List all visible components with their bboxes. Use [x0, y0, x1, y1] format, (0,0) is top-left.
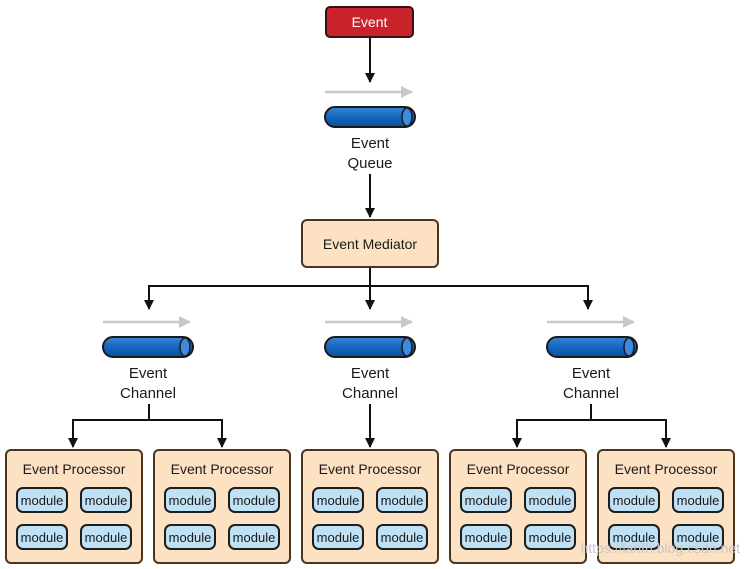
event-mediator-node: Event Mediator	[301, 219, 439, 268]
connector-channel-1-to-processors	[68, 404, 227, 448]
queue-label: Event Queue	[320, 134, 420, 174]
connector-channel-3-to-processors	[512, 404, 671, 448]
event-processor-title: Event Processor	[22, 461, 126, 477]
module-node: module	[672, 524, 724, 550]
module-node: module	[16, 524, 68, 550]
event-processor-2: Event Processor module module module mod…	[153, 449, 291, 564]
channel-label-line1: Event	[128, 365, 168, 382]
event-processor-3: Event Processor module module module mod…	[301, 449, 439, 564]
channel-label-3: Event Channel	[541, 364, 641, 404]
queue-tube	[324, 106, 416, 128]
event-processor-5: Event Processor module module module mod…	[597, 449, 735, 564]
channel-label-line1: Event	[350, 365, 390, 382]
module-node: module	[460, 524, 512, 550]
queue-label-line1: Event	[350, 135, 390, 152]
channel-tube-2	[324, 316, 416, 358]
channel-label-line2: Channel	[120, 385, 176, 402]
connector-mediator-to-channels	[144, 268, 593, 310]
channel-label-2: Event Channel	[320, 364, 420, 404]
channel-tube-1	[102, 316, 194, 358]
module-node: module	[164, 487, 216, 513]
module-node: module	[228, 487, 280, 513]
module-node: module	[164, 524, 216, 550]
event-processor-title: Event Processor	[614, 461, 718, 477]
channel-tube-3	[546, 316, 638, 358]
event-processor-1: Event Processor module module module mod…	[5, 449, 143, 564]
event-processor-title: Event Processor	[466, 461, 570, 477]
module-node: module	[524, 487, 576, 513]
event-processor-4: Event Processor module module module mod…	[449, 449, 587, 564]
channel-label-line2: Channel	[342, 385, 398, 402]
module-node: module	[608, 487, 660, 513]
module-node: module	[80, 524, 132, 550]
module-node: module	[80, 487, 132, 513]
event-node: Event	[325, 6, 414, 38]
channel-label-line1: Event	[571, 365, 611, 382]
module-node: module	[376, 524, 428, 550]
channel-label-line2: Channel	[563, 385, 619, 402]
event-processor-title: Event Processor	[318, 461, 422, 477]
queue-label-line2: Queue	[347, 155, 393, 172]
channel-label-1: Event Channel	[98, 364, 198, 404]
module-node: module	[228, 524, 280, 550]
module-node: module	[672, 487, 724, 513]
module-node: module	[376, 487, 428, 513]
module-node: module	[312, 487, 364, 513]
module-node: module	[16, 487, 68, 513]
watermark: https://lanfh.blog.csdn.net	[580, 540, 740, 556]
event-processor-title: Event Processor	[170, 461, 274, 477]
module-node: module	[312, 524, 364, 550]
module-node: module	[460, 487, 512, 513]
module-node: module	[608, 524, 660, 550]
module-node: module	[524, 524, 576, 550]
